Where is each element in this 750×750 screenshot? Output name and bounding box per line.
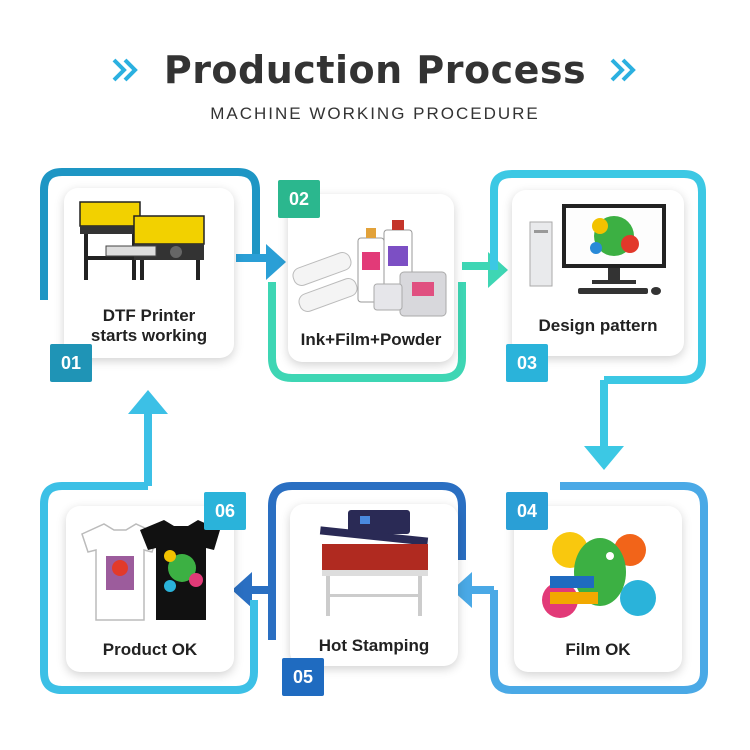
- step-1-frame-line: [40, 168, 260, 300]
- step-3-frame-line: [490, 170, 706, 384]
- header: Production Process MACHINE WORKING PROCE…: [0, 40, 750, 124]
- arrow-6-to-1-head: [128, 390, 168, 414]
- arrow-1-to-2-head: [266, 244, 286, 280]
- step-6-label: Product OK: [102, 640, 198, 659]
- step-3-label: Design pattern: [538, 316, 658, 335]
- double-chevron-right-icon: [112, 58, 138, 82]
- step-4-card: Film OK: [514, 506, 682, 672]
- printed-tshirts-image: [81, 520, 220, 621]
- step-5-card: Hot Stamping: [290, 504, 458, 666]
- step-2-number-badge: 02: [278, 180, 320, 218]
- step-1-number-badge: 01: [50, 344, 92, 382]
- step-2-card: Ink+Film+Powder: [288, 194, 454, 362]
- arrow-5-to-6-head: [232, 572, 252, 608]
- dtf-printer-image: [79, 201, 205, 280]
- page-subtitle: MACHINE WORKING PROCEDURE: [210, 104, 540, 123]
- step-6-card: Product OK: [66, 506, 234, 672]
- ink-film-powder-image: [292, 220, 447, 317]
- step-6-number-badge: 06: [204, 492, 246, 530]
- step-4-frame-line: [490, 482, 708, 694]
- step-3-number-badge: 03: [506, 344, 548, 382]
- step-4-label: Film OK: [565, 640, 631, 659]
- arrow-4-to-5-head: [452, 572, 472, 608]
- step-2-label: Ink+Film+Powder: [300, 330, 442, 349]
- step-1-label-line-2: starts working: [90, 326, 208, 345]
- step-6-frame-line: [40, 482, 258, 694]
- step-4-number-badge: 04: [506, 492, 548, 530]
- step-2-frame-line: [268, 282, 466, 382]
- step-1-label-line-1: DTF Printer: [102, 306, 196, 325]
- step-5-frame-line: [268, 482, 466, 640]
- computer-monitor-image: [529, 204, 666, 295]
- printed-film-image: [542, 532, 656, 618]
- step-1-card: DTF Printer starts working: [64, 188, 234, 358]
- page-title: Production Process: [163, 48, 587, 92]
- double-chevron-right-icon: [610, 58, 636, 82]
- step-3-card: Design pattern: [512, 190, 684, 356]
- step-5-label: Hot Stamping: [318, 636, 430, 655]
- heat-press-image: [319, 510, 429, 616]
- arrow-3-to-4-head: [584, 446, 624, 470]
- step-5-number-badge: 05: [282, 658, 324, 696]
